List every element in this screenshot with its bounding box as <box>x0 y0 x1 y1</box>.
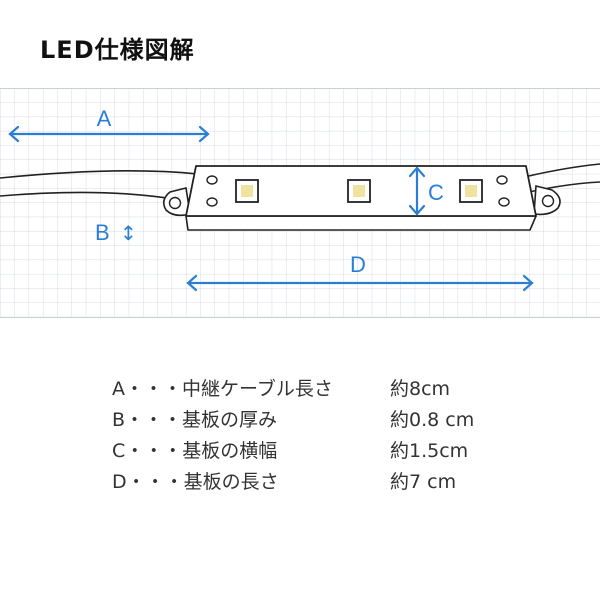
dimension-a-arrow <box>8 125 210 143</box>
spec-label-b: B・・・基板の厚み <box>112 409 278 431</box>
spec-value-d: 約7 cm <box>390 471 457 493</box>
led-module-diagram: A B ↕ C D <box>0 88 600 318</box>
solder-hole-left-bottom <box>206 197 218 207</box>
right-mount-hole <box>541 194 555 208</box>
led-chip-1 <box>235 179 259 203</box>
solder-hole-right-bottom <box>498 197 510 207</box>
spec-label-a: A・・・中継ケーブル長さ <box>112 378 333 400</box>
left-mount-hole <box>168 196 182 210</box>
spec-value-a: 約8cm <box>390 378 451 400</box>
dimension-c-label: C <box>428 180 444 205</box>
spec-value-c: 約1.5cm <box>390 440 469 462</box>
solder-hole-right-top <box>496 175 508 185</box>
spec-value-b: 約0.8 cm <box>390 409 475 431</box>
spec-label-c: C・・・基板の横幅 <box>112 440 278 462</box>
module-side-face <box>185 215 537 231</box>
dimension-d-arrow <box>186 274 534 292</box>
led-chip-3 <box>459 179 483 203</box>
dimension-a-label: A <box>97 106 112 131</box>
solder-hole-left-top <box>206 175 218 185</box>
led-chip-2 <box>347 179 371 203</box>
dimension-c-arrow <box>408 166 426 216</box>
page-title: LED仕様図解 <box>40 36 195 64</box>
spec-label-d: D・・・基板の長さ <box>112 471 279 493</box>
dimension-b-arrow-icon: ↕ <box>120 221 137 245</box>
dimension-b-label: B <box>95 220 110 245</box>
dimension-d-label: D <box>350 252 366 277</box>
